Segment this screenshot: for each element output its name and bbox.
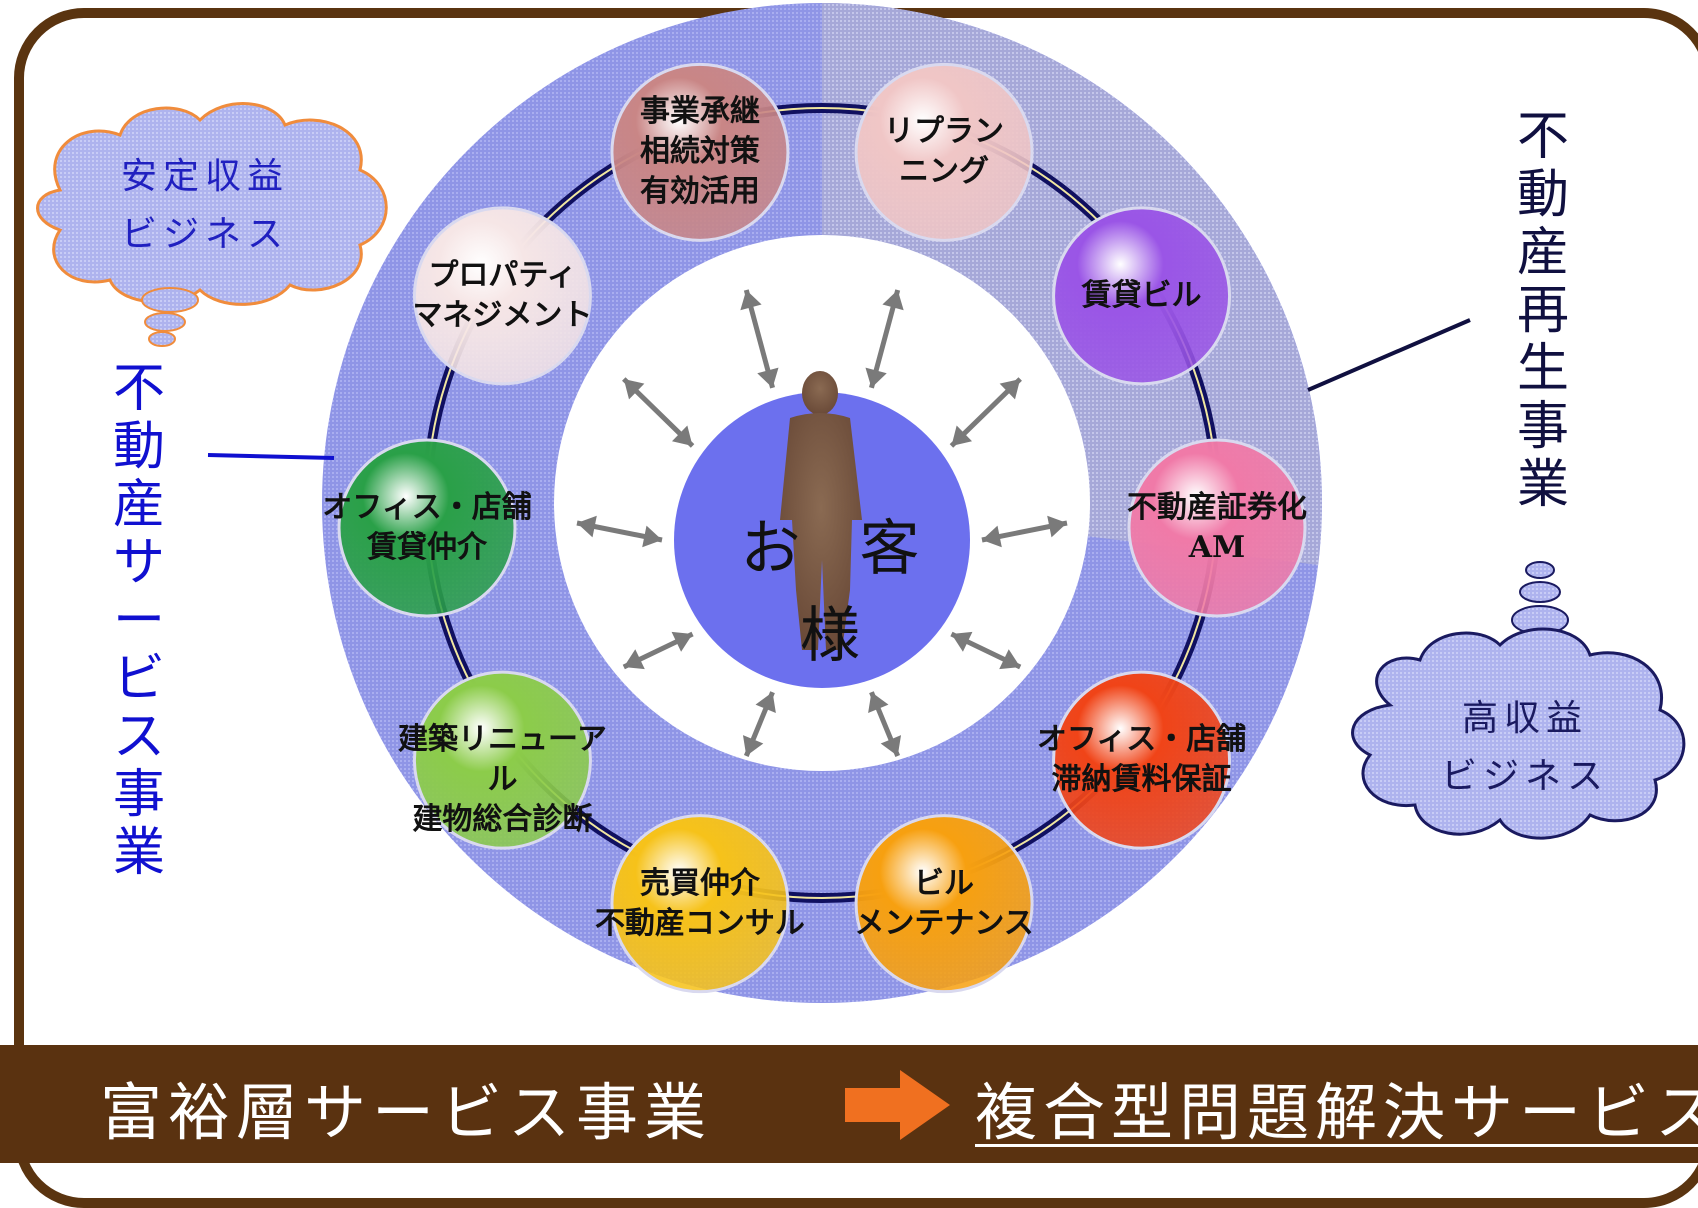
- service-node-label-1: 事業承継 相続対策 有効活用: [639, 94, 760, 210]
- arrowhead-8-1: [671, 631, 693, 652]
- service-node-8: [412, 670, 592, 850]
- customer-label: お 客 様: [740, 514, 940, 671]
- arrowhead-2-2: [882, 289, 904, 311]
- arrowhead-2-1: [865, 367, 887, 388]
- arrowhead-3-1: [951, 425, 973, 446]
- arrowhead-8-2: [623, 649, 645, 670]
- service-node-5: [1052, 670, 1232, 850]
- service-node-4: [1127, 438, 1307, 618]
- arrowhead-5-1: [951, 631, 973, 652]
- arrowhead-4-2: [1047, 515, 1067, 538]
- left-side-label: 不動産サービス事業: [112, 359, 165, 883]
- arrowhead-9-2: [577, 515, 597, 538]
- arrowhead-4-1: [982, 525, 1002, 548]
- left-connector-line: [207, 453, 335, 460]
- right-cloud-text: 高収益 ビジネス: [1440, 698, 1609, 797]
- service-node-label-8: 建築リニューアル 建物総合診断: [398, 722, 607, 838]
- arrow-right-icon: [845, 1070, 950, 1140]
- arrowhead-7-2: [742, 735, 764, 757]
- service-node-1: [610, 62, 790, 242]
- service-node-label-3: 賃貸ビル: [1081, 277, 1202, 313]
- service-node-6: [854, 814, 1034, 994]
- service-nodes: [337, 62, 1307, 994]
- customer-figure-icon: [780, 371, 862, 650]
- service-node-10: [412, 206, 592, 386]
- arrowhead-5-2: [999, 649, 1021, 670]
- service-node-label-10: プロパティ マネジメント: [412, 257, 593, 333]
- service-node-label-6: ビル メンテナンス: [854, 865, 1034, 941]
- arrowhead-10-1: [671, 425, 693, 446]
- right-cloud: [1351, 561, 1686, 840]
- left-cloud: [36, 102, 388, 347]
- arrowhead-7-1: [755, 692, 776, 714]
- arrowhead-1-2: [740, 289, 762, 311]
- service-node-9: [337, 438, 517, 618]
- service-node-3: [1052, 206, 1232, 386]
- service-node-label-5: オフィス・店舗 滞納賃料保証: [1036, 722, 1247, 798]
- arrowhead-9-1: [642, 525, 662, 548]
- arrowhead-1-1: [757, 367, 779, 388]
- footer-left-title: 富裕層サービス事業: [100, 1076, 713, 1149]
- right-side-label: 不動産再生事業: [1516, 107, 1569, 515]
- connector-arrows: [576, 289, 1068, 757]
- service-node-label-2: リプラン ニング: [884, 114, 1005, 190]
- footer-right-title: 複合型問題解決サービス: [975, 1076, 1698, 1149]
- service-node-2: [854, 62, 1034, 242]
- service-node-label-4: 不動産証券化 AM: [1127, 490, 1307, 565]
- arrowhead-6-2: [880, 735, 902, 757]
- right-connector-line: [1307, 318, 1471, 392]
- service-diagram: [36, 3, 1686, 1003]
- arrowhead-6-1: [868, 692, 889, 714]
- service-node-label-7: 売買仲介 不動産コンサル: [594, 865, 805, 941]
- arrowhead-10-2: [623, 378, 645, 400]
- arrowhead-3-2: [999, 378, 1021, 400]
- left-cloud-text: 安定収益 ビジネス: [120, 156, 289, 255]
- service-node-7: [610, 814, 790, 994]
- service-node-label-9: オフィス・店舗 賃貸仲介: [322, 490, 532, 565]
